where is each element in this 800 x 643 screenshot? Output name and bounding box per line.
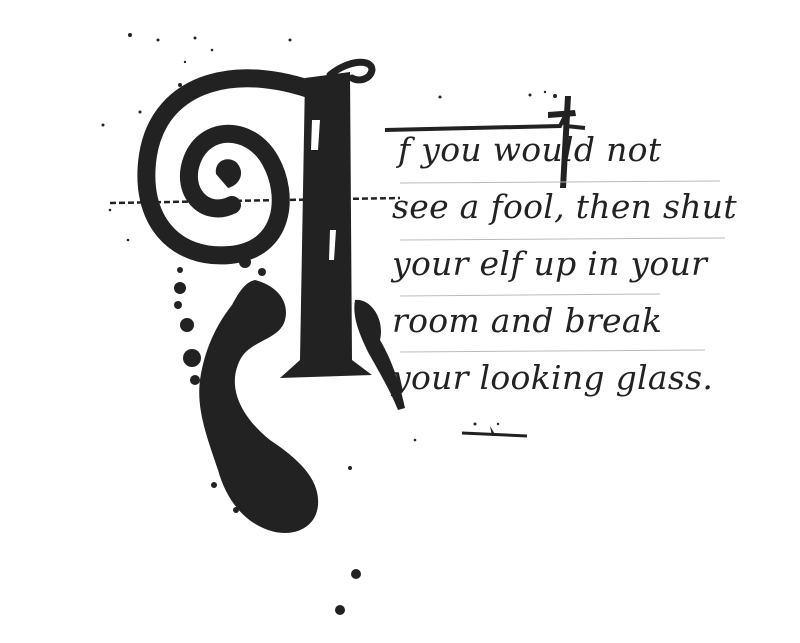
quote-line-1: f you would not <box>398 130 662 169</box>
end-rule-icon <box>461 422 528 438</box>
quote-line-5: your looking glass. <box>392 358 714 397</box>
quote-line-3: your elf up in your <box>392 244 708 283</box>
quote-text: f you would not see a fool, then shut yo… <box>392 128 752 413</box>
quote-line-2: see a fool, then shut <box>392 187 737 226</box>
ornament-rule-icon <box>384 96 586 188</box>
illuminated-letter-I-icon <box>137 58 376 378</box>
ink-speckles-icon <box>101 33 557 470</box>
ink-splatter-icon <box>174 256 405 615</box>
text-guide-lines <box>399 180 726 353</box>
quote-line-4: room and break <box>392 301 663 340</box>
